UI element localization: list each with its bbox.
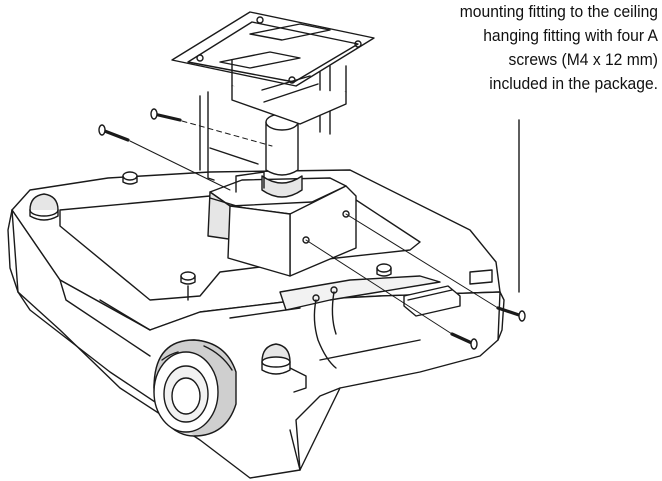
mounting-screw-2 [98,124,231,191]
caption-line-4: included in the package. [489,74,658,93]
projector-lens [153,339,237,437]
adjustable-foot-rear [122,171,138,185]
top-screw-left [180,271,196,301]
mounting-screw-4 [305,239,478,350]
instruction-caption: mounting fitting to the ceiling hanging … [354,0,658,96]
caption-line-1: mounting fitting to the ceiling [459,2,658,21]
caption-line-2: hanging fitting with four A [483,26,658,45]
adjustable-foot-front [261,343,307,393]
caption-line-3: screws (M4 x 12 mm) [508,50,658,69]
mounting-screw-1 [150,108,273,147]
cables [312,286,338,369]
mounting-screw-3 [345,213,526,322]
ceiling-mounting-fitting [207,113,357,277]
ceiling-hanging-fitting [171,11,375,181]
adjustable-foot-left [29,193,59,221]
top-screw-right [376,263,392,277]
